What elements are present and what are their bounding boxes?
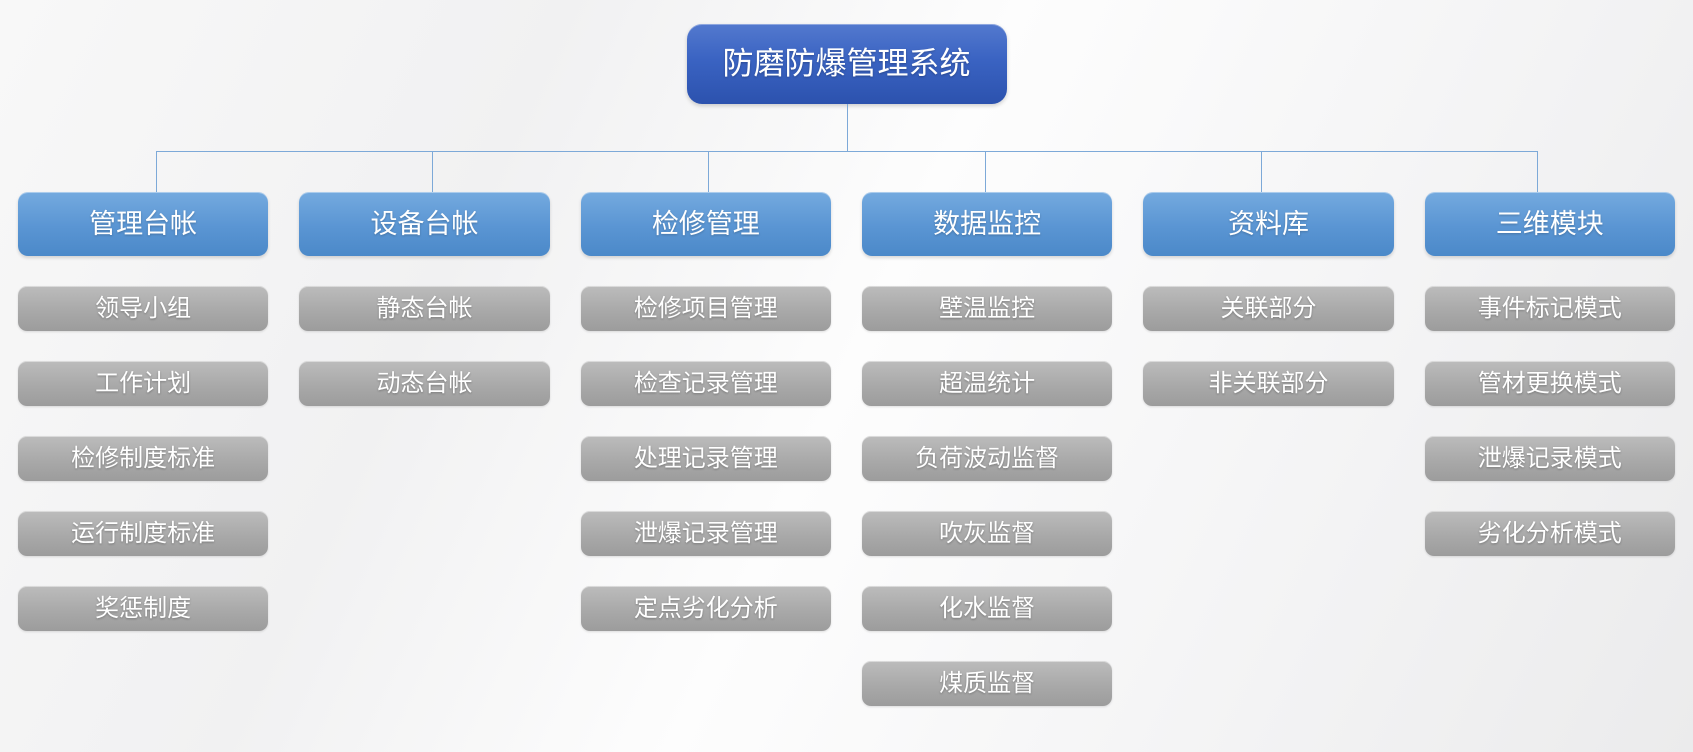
leaf-node: 泄爆记录管理 bbox=[580, 511, 831, 556]
branch-columns: 管理台帐 领导小组工作计划检修制度标准运行制度标准奖惩制度 设备台帐 静态台帐动… bbox=[18, 192, 1675, 706]
leaf-node: 检修项目管理 bbox=[580, 286, 831, 331]
branch-column: 资料库 关联部分非关联部分 bbox=[1143, 192, 1394, 706]
connector-root-drop-line bbox=[846, 104, 848, 151]
leaf-node: 壁温监控 bbox=[861, 286, 1113, 331]
leaf-node: 静态台帐 bbox=[299, 286, 550, 331]
leaf-node: 检查记录管理 bbox=[580, 361, 831, 406]
leaf-node: 动态台帐 bbox=[299, 361, 550, 406]
leaf-node: 工作计划 bbox=[18, 361, 269, 406]
leaf-node: 关联部分 bbox=[1143, 286, 1394, 331]
leaf-node: 管材更换模式 bbox=[1424, 361, 1675, 406]
branch-node: 检修管理 bbox=[580, 192, 831, 256]
branch-column: 三维模块 事件标记模式管材更换模式泄爆记录模式劣化分析模式 bbox=[1424, 192, 1675, 706]
connector-branch-stub bbox=[984, 151, 986, 192]
connector-horizontal-rail bbox=[156, 151, 1537, 152]
branch-node: 管理台帐 bbox=[18, 192, 269, 256]
leaf-node: 劣化分析模式 bbox=[1424, 511, 1675, 556]
leaf-node: 处理记录管理 bbox=[580, 436, 831, 481]
leaf-node: 煤质监督 bbox=[861, 661, 1113, 706]
branch-node: 资料库 bbox=[1143, 192, 1394, 256]
branch-column: 管理台帐 领导小组工作计划检修制度标准运行制度标准奖惩制度 bbox=[18, 192, 269, 706]
connector-branch-stub bbox=[1260, 151, 1262, 192]
leaf-node: 吹灰监督 bbox=[861, 511, 1113, 556]
leaf-node: 运行制度标准 bbox=[18, 511, 269, 556]
connector-branch-stub bbox=[432, 151, 434, 192]
leaf-node: 检修制度标准 bbox=[18, 436, 269, 481]
branch-node: 设备台帐 bbox=[299, 192, 550, 256]
connector-branch-stub bbox=[1536, 151, 1538, 192]
root-node: 防磨防爆管理系统 bbox=[686, 24, 1007, 104]
leaf-node: 泄爆记录模式 bbox=[1424, 436, 1675, 481]
connector-branch-stub bbox=[156, 151, 158, 192]
branch-column: 检修管理 检修项目管理检查记录管理处理记录管理泄爆记录管理定点劣化分析 bbox=[580, 192, 831, 706]
branch-column: 设备台帐 静态台帐动态台帐 bbox=[299, 192, 550, 706]
branch-node: 三维模块 bbox=[1424, 192, 1675, 256]
leaf-node: 奖惩制度 bbox=[18, 586, 269, 631]
connector-branch-stub bbox=[708, 151, 710, 192]
branch-node: 数据监控 bbox=[861, 192, 1113, 256]
leaf-node: 事件标记模式 bbox=[1424, 286, 1675, 331]
leaf-node: 化水监督 bbox=[861, 586, 1113, 631]
branch-column: 数据监控 壁温监控超温统计负荷波动监督吹灰监督化水监督煤质监督 bbox=[861, 192, 1113, 706]
leaf-node: 负荷波动监督 bbox=[861, 436, 1113, 481]
leaf-node: 非关联部分 bbox=[1143, 361, 1394, 406]
leaf-node: 超温统计 bbox=[861, 361, 1113, 406]
leaf-node: 领导小组 bbox=[18, 286, 269, 331]
leaf-node: 定点劣化分析 bbox=[580, 586, 831, 631]
